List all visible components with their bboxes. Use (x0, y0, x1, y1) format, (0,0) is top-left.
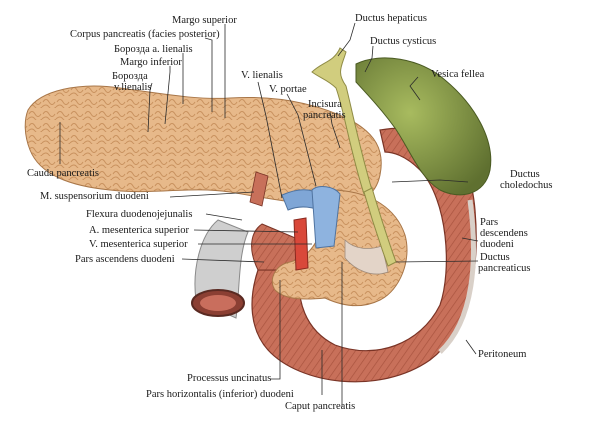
label-v-mesenterica: V. mesenterica superior (89, 239, 188, 250)
label-borozda-v-lienalis-2: v.lienalis (114, 82, 152, 93)
label-ductus-pancreaticus-2: pancreaticus (478, 263, 531, 274)
label-incisura-2: pancreatis (303, 110, 346, 121)
hepatic-duct (311, 47, 373, 195)
gallbladder (355, 57, 492, 196)
label-cauda-pancreatis: Cauda pancreatis (27, 168, 100, 179)
label-v-lienalis: V. lienalis (241, 70, 283, 81)
label-pars-descendens-1: Pars (480, 217, 499, 228)
label-flexura: Flexura duodenojejunalis (86, 209, 193, 220)
label-peritoneum: Peritoneum (478, 349, 527, 360)
label-pars-descendens-2: descendens (480, 228, 528, 239)
label-v-portae: V. portae (269, 84, 307, 95)
label-margo-inferior: Margo inferior (120, 57, 182, 68)
label-processus-uncinatus: Processus uncinatus (187, 373, 272, 384)
label-ductus-pancreaticus-1: Ductus (480, 252, 510, 263)
label-ductus-cysticus: Ductus cysticus (370, 36, 437, 47)
label-borozda-v-lienalis-1: Борозда (112, 71, 148, 82)
label-a-mesenterica: A. mesenterica superior (89, 225, 190, 236)
leader-lines (59, 22, 479, 407)
portal-vein (311, 186, 341, 249)
label-caput-pancreatis: Caput pancreatis (285, 401, 356, 412)
label-ductus-hepaticus: Ductus hepaticus (355, 13, 428, 24)
label-pars-horizontalis: Pars horizontalis (inferior) duodeni (146, 389, 294, 400)
label-m-suspensorium: M. suspensorium duodeni (40, 191, 149, 202)
label-borozda-a-lienalis: Борозда a. lienalis (114, 44, 193, 55)
bile-duct (363, 187, 397, 267)
label-corpus-pancreatis: Corpus pancreatis (facies posterior) (70, 29, 220, 40)
label-ductus-choledochus-2: choledochus (500, 180, 553, 191)
label-pars-descendens-3: duodeni (480, 239, 514, 250)
label-margo-superior: Margo superior (172, 15, 237, 26)
label-ductus-choledochus-1: Ductus (510, 169, 540, 180)
label-pars-ascendens: Pars ascendens duodeni (75, 254, 175, 265)
label-vesica-fellea: Vesica fellea (431, 69, 485, 80)
label-incisura-1: Incisura (308, 99, 342, 110)
